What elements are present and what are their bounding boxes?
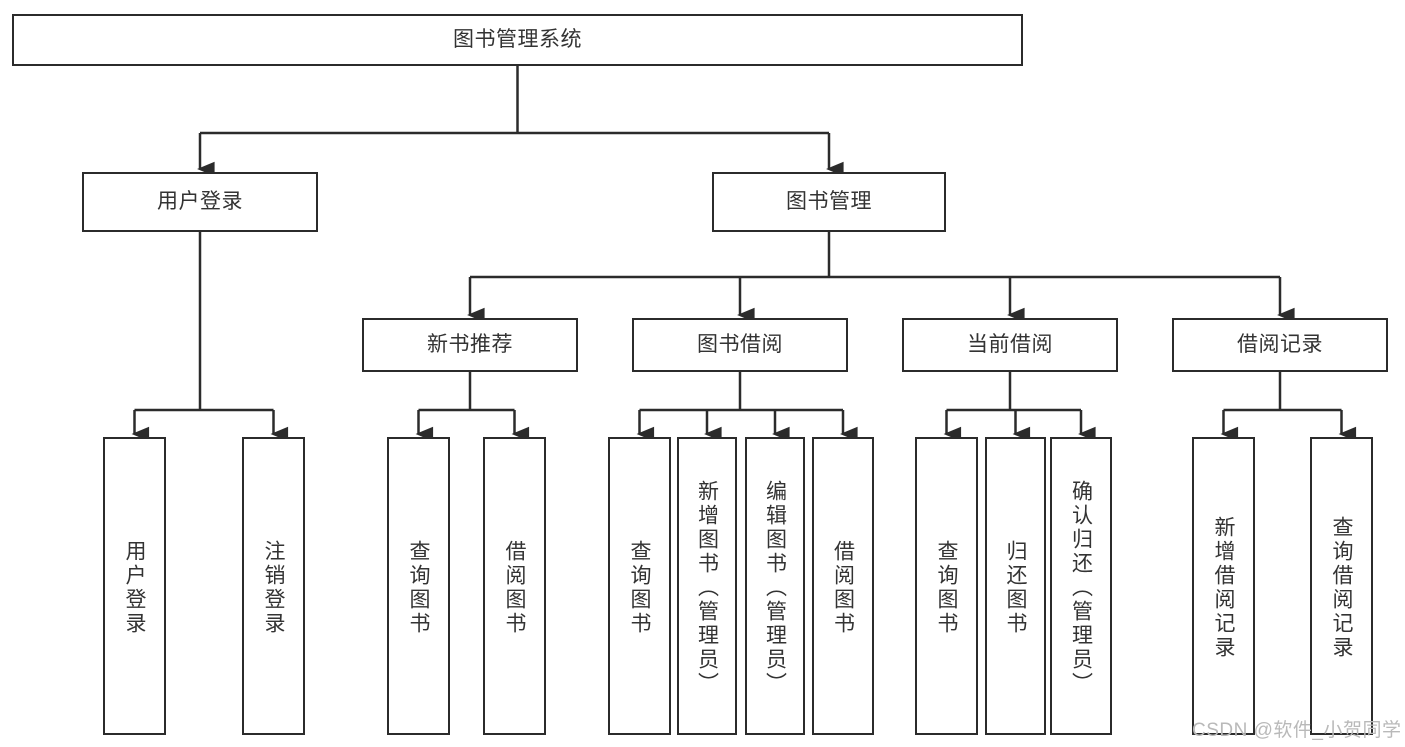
csdn-watermark: CSDN @软件_小贺同学 <box>1192 720 1402 741</box>
node-label-leaf-query-book-current: 查询图书 <box>935 540 958 636</box>
node-leaf-query-book-borrow[interactable]: 查询图书 <box>608 437 671 735</box>
node-leaf-borrow-book-recommend[interactable]: 借阅图书 <box>483 437 546 735</box>
node-leaf-borrow-book[interactable]: 借阅图书 <box>812 437 874 735</box>
node-label-new-book-recommend: 新书推荐 <box>427 332 513 356</box>
node-label-leaf-logout: 注销登录 <box>262 540 285 636</box>
node-leaf-query-book-current[interactable]: 查询图书 <box>915 437 978 735</box>
node-label-leaf-return-book: 归还图书 <box>1004 540 1027 636</box>
node-book-management[interactable]: 图书管理 <box>712 172 946 232</box>
node-label-leaf-add-book-admin: 新增图书（管理员） <box>695 480 719 696</box>
node-leaf-confirm-return-admin[interactable]: 确认归还（管理员） <box>1050 437 1112 735</box>
node-label-book-borrow: 图书借阅 <box>697 332 783 356</box>
node-new-book-recommend[interactable]: 新书推荐 <box>362 318 578 372</box>
node-label-leaf-borrow-book: 借阅图书 <box>831 540 855 636</box>
node-label-leaf-query-book-borrow: 查询图书 <box>628 540 651 636</box>
node-label-current-borrow: 当前借阅 <box>967 332 1053 356</box>
node-book-borrow[interactable]: 图书借阅 <box>632 318 848 372</box>
node-root[interactable]: 图书管理系统 <box>12 14 1023 66</box>
node-leaf-query-book-recommend[interactable]: 查询图书 <box>387 437 450 735</box>
node-label-leaf-add-borrow-record: 新增借阅记录 <box>1212 516 1235 660</box>
node-borrow-records[interactable]: 借阅记录 <box>1172 318 1388 372</box>
node-user-login[interactable]: 用户登录 <box>82 172 318 232</box>
node-leaf-user-login[interactable]: 用户登录 <box>103 437 166 735</box>
node-label-leaf-user-login: 用户登录 <box>123 540 146 636</box>
node-label-leaf-borrow-book-recommend: 借阅图书 <box>503 540 526 636</box>
node-leaf-add-book-admin[interactable]: 新增图书（管理员） <box>677 437 737 735</box>
node-label-leaf-edit-book-admin: 编辑图书（管理员） <box>763 480 787 696</box>
node-label-borrow-records: 借阅记录 <box>1237 332 1323 356</box>
node-leaf-return-book[interactable]: 归还图书 <box>985 437 1046 735</box>
node-leaf-edit-book-admin[interactable]: 编辑图书（管理员） <box>745 437 805 735</box>
node-label-root: 图书管理系统 <box>453 27 582 51</box>
node-label-user-login: 用户登录 <box>157 189 243 213</box>
node-label-book-management: 图书管理 <box>786 189 872 213</box>
node-label-leaf-confirm-return-admin: 确认归还（管理员） <box>1069 480 1093 696</box>
node-leaf-query-borrow-record[interactable]: 查询借阅记录 <box>1310 437 1373 735</box>
node-leaf-add-borrow-record[interactable]: 新增借阅记录 <box>1192 437 1255 735</box>
node-current-borrow[interactable]: 当前借阅 <box>902 318 1118 372</box>
node-label-leaf-query-book-recommend: 查询图书 <box>407 540 430 636</box>
node-label-leaf-query-borrow-record: 查询借阅记录 <box>1330 516 1353 660</box>
node-leaf-logout[interactable]: 注销登录 <box>242 437 305 735</box>
